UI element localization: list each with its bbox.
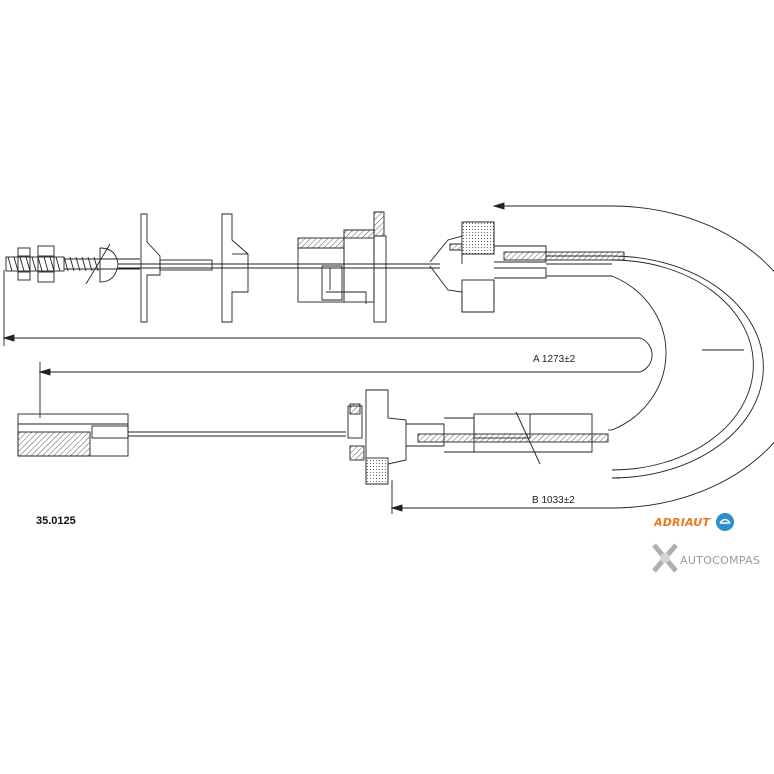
part-number: 35.0125: [36, 515, 76, 527]
sheath-fitting-top: [429, 221, 625, 313]
watermark-text: AUTOCOMPAS: [680, 554, 761, 567]
sheath-fitting-bottom: [347, 389, 612, 485]
threaded-rod-end: [5, 256, 140, 272]
dimension-b-label: B 1033±2: [532, 495, 575, 506]
bracket-plate-1: [140, 213, 213, 323]
lock-nut-2: [37, 245, 55, 283]
bottom-end-fitting: [17, 413, 129, 457]
spherical-washer: [85, 243, 119, 285]
dimension-a: [2, 270, 653, 418]
bracket-plate-2: [221, 213, 249, 323]
brand-logo-text: ADRIAUT: [654, 516, 711, 529]
adriauto-logo-mark: ADRIAUT: [653, 513, 734, 531]
watermark: AUTOCOMPAS: [650, 541, 774, 581]
outer-sheath: [546, 255, 764, 479]
adjuster-housing: [297, 211, 387, 323]
lock-nut-1: [17, 247, 31, 281]
brand-logo: ADRIAUT: [653, 511, 736, 533]
dimension-b: [390, 202, 774, 514]
watermark-cross-icon: [652, 543, 678, 573]
dimension-a-label: A 1273±2: [533, 354, 576, 365]
